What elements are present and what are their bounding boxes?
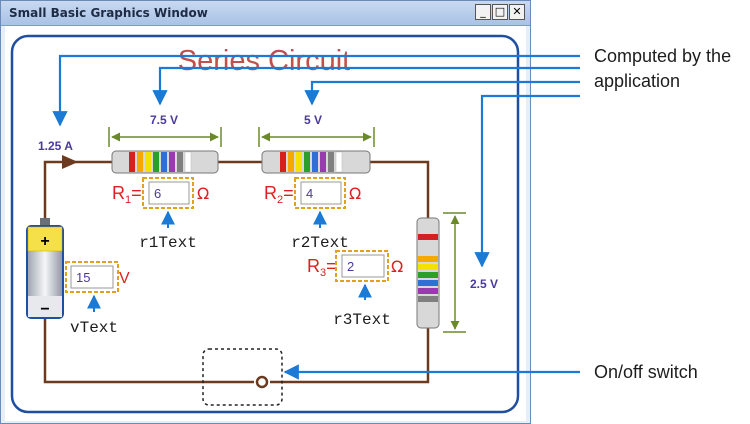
r3-voltage-bracket bbox=[443, 212, 466, 333]
r3-voltage-label: 2.5 V bbox=[470, 277, 498, 291]
r2-voltage-bracket bbox=[258, 127, 375, 147]
battery-minus-sign: − bbox=[40, 301, 49, 318]
callout-switch: On/off switch bbox=[594, 362, 698, 382]
title-bar: Small Basic Graphics Window _ □ ✕ bbox=[1, 1, 530, 26]
maximize-button[interactable]: □ bbox=[492, 4, 508, 20]
r1-textbox-highlight bbox=[142, 177, 194, 209]
var-arrows bbox=[87, 210, 372, 312]
r2-input[interactable] bbox=[300, 181, 342, 205]
resistor-r2 bbox=[261, 150, 371, 174]
r1-var-label: r1Text bbox=[139, 234, 197, 252]
v-input-value: 15 bbox=[76, 270, 90, 285]
r2-var-label: r2Text bbox=[291, 234, 349, 252]
r3-unit: Ω bbox=[391, 257, 403, 276]
r1-voltage-label: 7.5 V bbox=[150, 113, 178, 127]
resistor-r3 bbox=[416, 217, 440, 329]
v-textbox-highlight bbox=[65, 261, 119, 293]
r2-input-value: 4 bbox=[306, 186, 313, 201]
canvas-frame bbox=[10, 34, 520, 414]
r3-label: R3= bbox=[307, 256, 337, 279]
circuit-wires bbox=[43, 160, 430, 384]
v-var-label: vText bbox=[70, 319, 118, 337]
r2-textbox-highlight bbox=[294, 177, 346, 209]
r1-input[interactable] bbox=[148, 181, 190, 205]
switch-terminal[interactable] bbox=[255, 375, 269, 389]
switch-area[interactable] bbox=[202, 348, 283, 406]
close-button[interactable]: ✕ bbox=[509, 4, 525, 20]
r3-var-label: r3Text bbox=[333, 311, 391, 329]
callout-computed-line1: Computed by the bbox=[594, 46, 731, 66]
callout-lines bbox=[52, 54, 580, 380]
battery: + − bbox=[26, 218, 64, 319]
r3-input[interactable] bbox=[341, 254, 385, 278]
battery-plus-sign: + bbox=[40, 233, 49, 250]
diagram-heading: Series Circuit bbox=[178, 45, 350, 77]
v-input[interactable] bbox=[70, 265, 114, 289]
current-direction-arrow bbox=[62, 155, 78, 169]
minimize-button[interactable]: _ bbox=[475, 4, 491, 20]
r1-unit: Ω bbox=[197, 184, 209, 203]
v-unit: V bbox=[119, 270, 130, 287]
r1-label: R1= bbox=[112, 183, 142, 206]
window-title: Small Basic Graphics Window bbox=[9, 6, 208, 20]
r1-input-value: 6 bbox=[154, 186, 161, 201]
resistor-r1 bbox=[111, 150, 219, 174]
r2-unit: Ω bbox=[349, 184, 361, 203]
r2-label: R2= bbox=[264, 183, 294, 206]
r3-textbox-highlight bbox=[335, 250, 389, 282]
r2-voltage-label: 5 V bbox=[304, 113, 322, 127]
current-label: 1.25 A bbox=[38, 139, 73, 153]
r3-input-value: 2 bbox=[347, 259, 354, 274]
callout-computed-line2: application bbox=[594, 71, 680, 91]
r1-voltage-bracket bbox=[108, 127, 222, 147]
